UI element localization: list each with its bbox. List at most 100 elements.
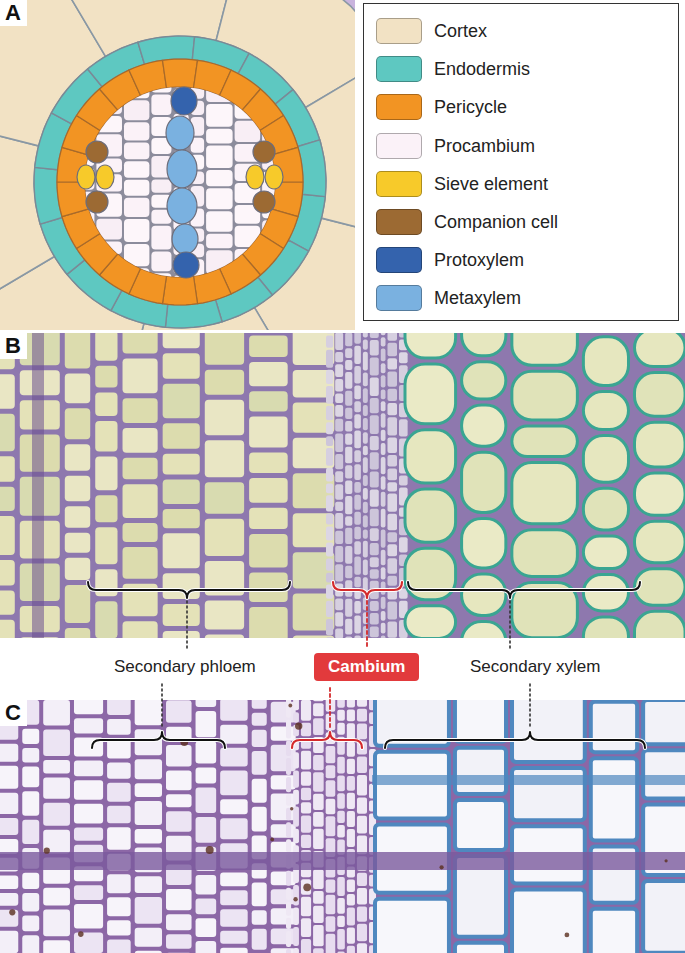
cell: [22, 893, 39, 912]
cell: [354, 577, 361, 587]
cell: [326, 335, 333, 347]
cell: [313, 794, 324, 810]
cell: [326, 484, 333, 494]
cell: [337, 916, 345, 927]
leader-line: [529, 684, 531, 729]
cell: [286, 720, 291, 739]
cell: [363, 488, 368, 500]
stain-dot: [206, 846, 214, 854]
bracket: [385, 732, 645, 748]
cell: [512, 371, 578, 420]
cell: [286, 822, 291, 837]
cell: [583, 436, 628, 483]
sieve-element: [77, 165, 95, 189]
procambium-cell: [235, 249, 261, 270]
cell: [95, 495, 117, 522]
cell: [337, 811, 345, 823]
cell: [301, 918, 311, 937]
cell: [326, 436, 333, 446]
cell: [301, 897, 311, 916]
cell: [301, 835, 311, 848]
legend-swatch: [376, 247, 422, 273]
cell: [462, 519, 506, 568]
procambium-cell: [81, 233, 94, 253]
cell: [326, 513, 333, 524]
cell: [95, 333, 117, 361]
cell: [512, 333, 578, 365]
cell: [455, 700, 506, 742]
cell: [405, 364, 456, 424]
cell: [166, 914, 192, 930]
cell: [65, 476, 90, 501]
cell: [405, 430, 456, 483]
cell: [0, 839, 18, 854]
cell: [387, 514, 397, 530]
procambium-cell: [235, 79, 261, 99]
cell: [357, 775, 367, 795]
cell: [313, 755, 324, 770]
cell: [286, 758, 291, 775]
stain-dot: [288, 704, 292, 708]
cell: [43, 803, 70, 826]
cell: [301, 723, 311, 737]
pericycle-cell: [163, 59, 198, 88]
cell: [293, 948, 299, 953]
cell: [293, 790, 299, 805]
cell: [335, 612, 343, 626]
cell: [335, 564, 343, 581]
procambium-cell: [124, 198, 149, 217]
cell: [345, 372, 352, 389]
cell: [74, 885, 103, 900]
cell: [326, 559, 333, 571]
cell: [643, 750, 685, 798]
cell: [337, 700, 345, 708]
cell: [286, 918, 291, 929]
cell: [512, 530, 578, 577]
legend-text: Pericycle: [434, 94, 507, 120]
cell: [462, 574, 506, 616]
cell: [335, 419, 343, 432]
cell: [354, 431, 361, 449]
cell: [205, 440, 244, 477]
cell: [205, 482, 244, 514]
cell: [22, 820, 39, 844]
cell: [271, 775, 296, 789]
cell: [347, 793, 355, 809]
cell: [95, 457, 117, 491]
procambium-cell: [262, 108, 278, 121]
bracket: [292, 732, 362, 748]
cell: [634, 569, 685, 605]
cell: [0, 793, 18, 814]
cell: [387, 333, 397, 341]
procambium-cell: [151, 180, 171, 193]
cell: [0, 487, 15, 511]
cell: [591, 702, 637, 752]
legend-swatch: [376, 56, 422, 82]
cell: [370, 528, 379, 541]
metaxylem-cell: [167, 150, 197, 188]
cell: [455, 800, 506, 850]
cell: [387, 601, 397, 619]
cell: [354, 557, 361, 575]
cell: [387, 558, 397, 573]
cell: [512, 889, 585, 953]
cell: [166, 700, 192, 723]
cell: [313, 869, 324, 889]
cell: [326, 333, 333, 334]
cell: [286, 949, 291, 953]
cell: [65, 558, 90, 580]
cell: [252, 807, 267, 832]
cell: [326, 816, 336, 836]
cell: [123, 523, 158, 542]
bracket: [88, 582, 290, 598]
cell: [43, 778, 70, 799]
cell: [205, 600, 244, 629]
procambium-cell: [81, 123, 94, 144]
cell: [370, 452, 379, 469]
cell: [135, 829, 162, 844]
procambium-cell: [151, 94, 171, 114]
cell: [135, 801, 162, 825]
stain-dot: [440, 865, 444, 869]
procambium-cell: [280, 195, 301, 217]
cell: [95, 366, 117, 388]
